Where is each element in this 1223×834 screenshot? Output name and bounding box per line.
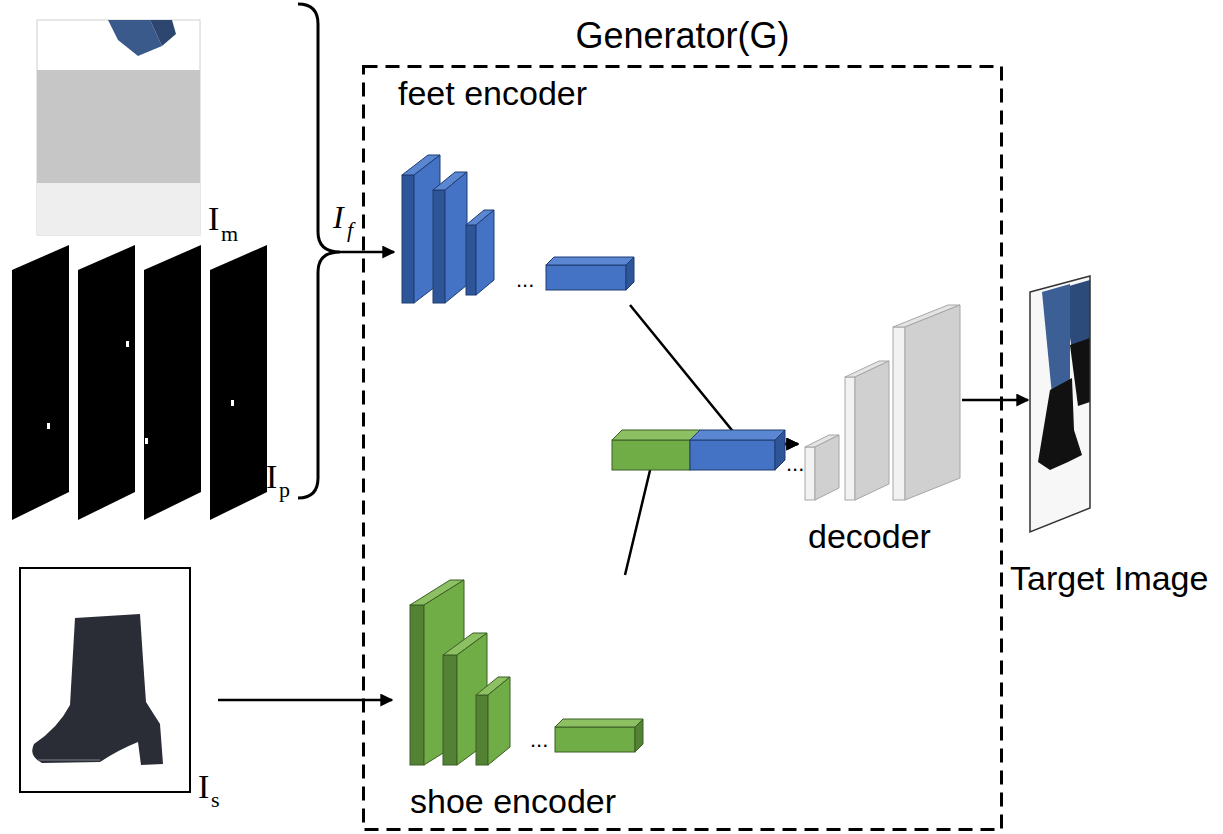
dashed-border (362, 65, 1003, 831)
concat-vector-part (690, 440, 775, 470)
decoder-layers-part (815, 435, 839, 500)
feet-encoder-layers-part (402, 175, 414, 303)
decoder-layers-part (855, 361, 889, 500)
feet-encoder-layers-part (466, 225, 476, 295)
masked-feet-image-part (37, 70, 200, 183)
pose-maps-part (12, 245, 69, 520)
pose-maps-part (47, 423, 50, 429)
concat-vector-part (775, 430, 785, 470)
pose-maps-part (231, 400, 234, 406)
output-arrow-part (962, 399, 1028, 402)
feet-encoder-layers-part (626, 257, 634, 290)
concat-vector-part (612, 430, 700, 440)
output-arrow (962, 400, 1028, 401)
concat-vector (612, 430, 785, 470)
shoe-encoder-layers-part (410, 605, 424, 765)
shoe-image-part (218, 699, 392, 702)
block-label: decoder (808, 517, 931, 556)
input-symbol: I (208, 200, 219, 237)
target-image-part-part (1028, 270, 1092, 536)
feet-encoder-layers-part (546, 257, 634, 265)
input-symbol: I (333, 200, 344, 235)
shoe-encoder-layers-part (488, 677, 510, 765)
input-bracket-part (340, 251, 394, 254)
input-subscript: f (347, 218, 353, 242)
input-symbol: I (198, 768, 209, 805)
shoe-image-part (32, 614, 163, 765)
masked-feet-image-part (150, 20, 176, 46)
shoe-encoder-layers-part (555, 719, 643, 727)
box-heading: Generator(G) (575, 15, 789, 56)
encoder-block: shoe encoder (400, 575, 650, 825)
feet-encoder-layers-part (433, 190, 445, 303)
shoe-image-part (20, 568, 190, 792)
block-label: shoe encoder (410, 782, 616, 821)
shoe-image-part (38, 759, 100, 761)
dashed-border-line (364, 67, 1002, 830)
shoe-encoder-layers-part (555, 727, 635, 752)
pose-maps (12, 245, 267, 520)
input-symbol: I (266, 458, 277, 495)
shoe-image (20, 568, 392, 792)
pose-maps-part (78, 245, 135, 520)
decoder-block: decoder (798, 300, 966, 560)
input-subscript: s (211, 788, 220, 812)
shoe-encoder-layers-part (457, 633, 487, 765)
shoe-encoder-layers-part (635, 719, 643, 752)
target-image-part-part (1042, 284, 1070, 395)
decoder-layers (805, 305, 960, 500)
masked-feet-image-part (37, 20, 200, 235)
feet-encoder-layers-part (546, 265, 626, 290)
block-label: feet encoder (398, 74, 587, 113)
decoder-layers-part (905, 305, 960, 500)
pose-maps-part (144, 245, 201, 520)
input-subscript: m (221, 222, 238, 246)
shoe-encoder-layers (410, 580, 643, 765)
concat-vector-part (690, 430, 785, 440)
data-flow-arrow (630, 305, 798, 444)
shoe-encoder-layers-part (443, 655, 457, 765)
feet-encoder-layers (402, 155, 634, 303)
masked-feet-image (37, 20, 200, 235)
target-image (1028, 270, 1092, 536)
generator-box: Generator(G)feet encodershoe encoderdeco… (362, 65, 1003, 831)
ellipsis: ... (530, 728, 548, 752)
concat-vector-part (612, 440, 690, 470)
pose-maps-part (126, 341, 129, 347)
decoder-layers-part (805, 447, 815, 500)
feet-encoder-layers-part (476, 210, 494, 295)
pose-maps-part (210, 245, 267, 520)
feet-encoder-layers-part (445, 172, 467, 303)
input-bracket (298, 4, 394, 498)
input-bracket-part (298, 4, 340, 498)
decoder-layers-part (893, 327, 905, 500)
ellipsis: ... (516, 268, 534, 292)
target-image-part-part (1070, 338, 1090, 406)
target-image-part (1030, 276, 1090, 532)
output-label: Target Image (1010, 560, 1208, 597)
input-subscript: p (279, 478, 290, 502)
decoder-layers-part (845, 377, 855, 500)
target-image-part-part (1038, 378, 1082, 470)
masked-feet-image-part (37, 183, 200, 235)
pose-maps-part (145, 438, 148, 444)
ellipsis: ... (786, 452, 804, 476)
target-image-part (1028, 270, 1092, 536)
shoe-encoder-layers-part (476, 695, 488, 765)
